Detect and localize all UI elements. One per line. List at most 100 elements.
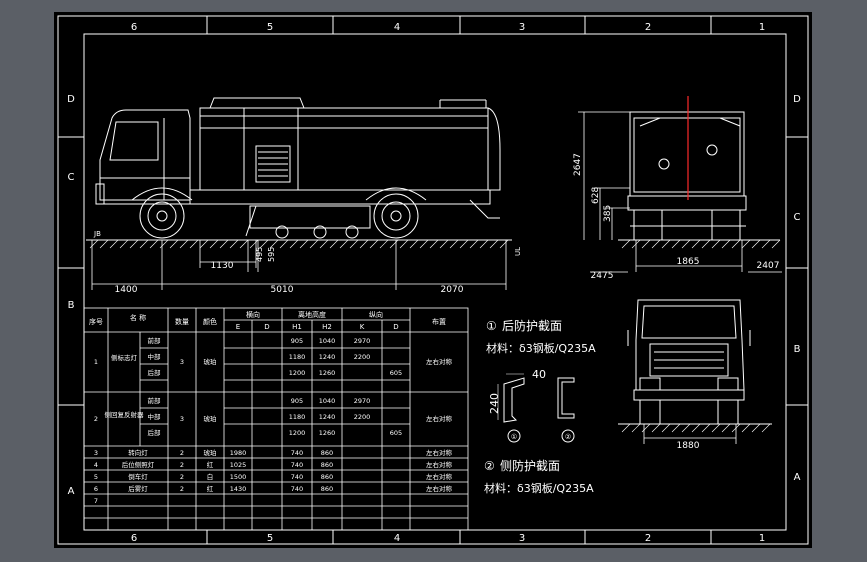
table-cell: 1200 bbox=[289, 429, 306, 437]
lamp-table-grid bbox=[83, 307, 469, 531]
cad-viewport[interactable]: 6 5 4 3 2 1 6 5 4 3 2 1 D C B A D C B A … bbox=[54, 12, 812, 548]
group-qty: 3 bbox=[180, 358, 184, 366]
dim-guard-length: 1130 bbox=[211, 261, 234, 271]
group-part: 中部 bbox=[148, 352, 162, 361]
table-cell: 后雾灯 bbox=[128, 484, 148, 493]
table-cell: 5 bbox=[94, 473, 98, 481]
sketch-label-1: ① bbox=[511, 433, 517, 441]
zone-top-6: 6 bbox=[131, 22, 137, 33]
row-left-c: C bbox=[68, 172, 75, 183]
th-sub-e: E bbox=[236, 323, 240, 331]
table-cell: 860 bbox=[321, 461, 333, 469]
zone-bottom-3: 3 bbox=[519, 533, 525, 544]
table-cell: 2970 bbox=[354, 337, 371, 345]
front-view-truck bbox=[627, 299, 751, 425]
side-ground-hatch bbox=[89, 239, 509, 249]
group-part: 前部 bbox=[148, 336, 162, 345]
dim-rear-track: 1865 bbox=[677, 257, 700, 267]
dim-rear-right: 2407 bbox=[757, 261, 780, 271]
dim-rear-left: 2475 bbox=[591, 271, 614, 281]
th-sub-h1: H1 bbox=[292, 323, 302, 331]
group-part: 后部 bbox=[148, 428, 162, 437]
row-right-d: D bbox=[793, 94, 801, 105]
table-cell: 左右对称 bbox=[426, 472, 453, 481]
table-cell: 左右对称 bbox=[426, 460, 453, 469]
rear-view-truck bbox=[627, 111, 747, 241]
group-part: 中部 bbox=[148, 412, 162, 421]
table-cell: 860 bbox=[321, 449, 333, 457]
row-right-c: C bbox=[794, 212, 801, 223]
table-cell: 2970 bbox=[354, 397, 371, 405]
row-left-d: D bbox=[67, 94, 75, 105]
dim-overall-height: 2647 bbox=[573, 153, 583, 176]
group-part: 后部 bbox=[148, 368, 162, 377]
group-name: 侧标志灯 bbox=[111, 353, 138, 362]
rear-guard-material: 材料：δ3钢板/Q235A bbox=[486, 341, 596, 355]
side-guard-title: 侧防护截面 bbox=[500, 458, 560, 473]
rear-dimensions bbox=[578, 111, 782, 273]
table-cell: 1025 bbox=[230, 461, 247, 469]
dim-departure: UL bbox=[514, 247, 522, 256]
table-cell: 白 bbox=[207, 472, 214, 481]
th-sub-k: K bbox=[360, 323, 365, 331]
table-cell: 7 bbox=[94, 497, 98, 505]
dim-rear-overhang: 2070 bbox=[441, 285, 464, 295]
th-height: 离地高度 bbox=[298, 310, 326, 319]
table-cell: 1040 bbox=[319, 337, 336, 345]
rear-guard-num: ① bbox=[486, 319, 497, 333]
table-cell: 605 bbox=[390, 429, 402, 437]
table-cell: 3 bbox=[94, 449, 98, 457]
sketch-label-2: ② bbox=[565, 433, 571, 441]
section-sketch bbox=[497, 373, 575, 443]
table-cell: 1040 bbox=[319, 397, 336, 405]
rear-guard-title: 后防护截面 bbox=[502, 318, 562, 333]
table-cell: 左右对称 bbox=[426, 448, 453, 457]
table-cell: 2 bbox=[180, 461, 184, 469]
table-cell: 905 bbox=[291, 337, 303, 345]
group-seq: 1 bbox=[94, 358, 98, 366]
dim-guard-lower: 595 bbox=[267, 247, 276, 262]
group-part: 前部 bbox=[148, 396, 162, 405]
row-left-b: B bbox=[68, 300, 75, 311]
table-cell: 905 bbox=[291, 397, 303, 405]
group-color: 琥珀 bbox=[204, 414, 217, 423]
row-left-a: A bbox=[68, 486, 75, 497]
zone-bottom-2: 2 bbox=[645, 533, 651, 544]
zone-top-5: 5 bbox=[267, 22, 273, 33]
front-ground-hatch bbox=[621, 423, 771, 433]
table-cell: 转向灯 bbox=[128, 448, 148, 457]
table-cell: 740 bbox=[291, 449, 303, 457]
zone-top-2: 2 bbox=[645, 22, 651, 33]
table-cell: 6 bbox=[94, 485, 98, 493]
sketch-width: 40 bbox=[532, 368, 546, 381]
row-right-a: A bbox=[794, 472, 801, 483]
side-view-truck bbox=[95, 97, 501, 239]
zone-bottom-4: 4 bbox=[394, 533, 400, 544]
table-cell: 860 bbox=[321, 473, 333, 481]
zone-top-3: 3 bbox=[519, 22, 525, 33]
table-cell: 1240 bbox=[319, 413, 336, 421]
table-cell: 860 bbox=[321, 485, 333, 493]
group-color: 琥珀 bbox=[204, 357, 217, 366]
zone-top-4: 4 bbox=[394, 22, 400, 33]
group-layout: 左右对称 bbox=[426, 357, 453, 366]
dim-rear-guard-height: 628 bbox=[591, 187, 601, 204]
th-sub-d: D bbox=[264, 323, 269, 331]
table-cell: 红 bbox=[207, 484, 214, 493]
th-lateral: 横向 bbox=[246, 310, 260, 319]
th-seq: 序号 bbox=[89, 317, 103, 326]
zone-ticks bbox=[58, 16, 808, 544]
dim-rear-ground: 385 bbox=[603, 205, 613, 222]
th-longitudinal: 纵向 bbox=[369, 310, 383, 319]
table-cell: 1180 bbox=[289, 413, 306, 421]
zone-bottom-1: 1 bbox=[759, 533, 765, 544]
dim-wheelbase: 5010 bbox=[271, 285, 294, 295]
drawing-canvas[interactable]: 6 5 4 3 2 1 6 5 4 3 2 1 D C B A D C B A … bbox=[54, 12, 812, 548]
th-name: 名 称 bbox=[130, 313, 146, 322]
table-cell: 1200 bbox=[289, 369, 306, 377]
table-cell: 倒车灯 bbox=[128, 472, 148, 481]
dim-front-overhang: 1400 bbox=[115, 285, 138, 295]
table-cell: 2 bbox=[180, 449, 184, 457]
side-dimensions bbox=[91, 240, 507, 290]
table-cell: 1430 bbox=[230, 485, 247, 493]
